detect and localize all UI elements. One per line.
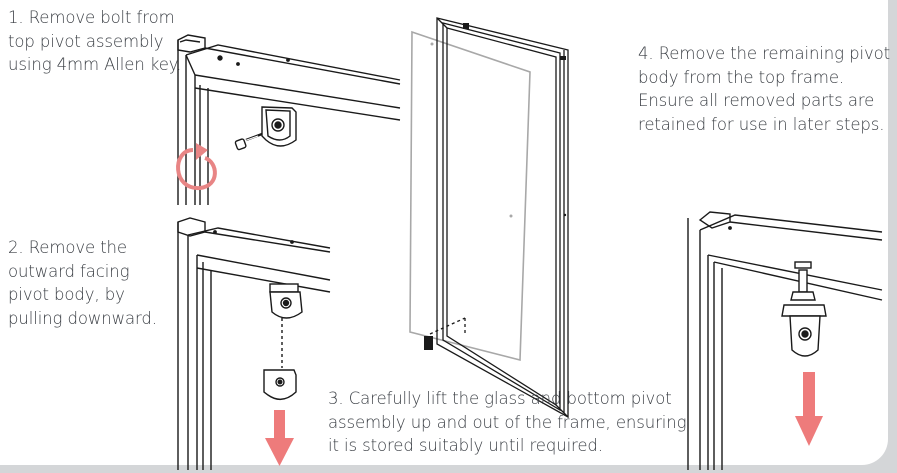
step-3-instruction: 3. Carefully lift the glass and bottom p… [328, 389, 687, 455]
step-3-illustration [409, 17, 569, 419]
instruction-card [0, 0, 888, 465]
step-4-illustration [687, 211, 883, 470]
down-arrow-icon [265, 410, 294, 466]
step-2-illustration [177, 217, 331, 470]
step-1-illustration [177, 34, 401, 205]
step-1-instruction: 1. Remove bolt from top pivot assembly u… [8, 8, 182, 74]
rotation-arrowhead-icon [196, 143, 208, 160]
step-2-instruction: 2. Remove the outward facing pivot body,… [8, 238, 157, 328]
step-4-instruction: 4. Remove the remaining pivot body from … [638, 44, 890, 134]
rotation-arrow-icon [176, 148, 217, 191]
down-arrow-icon [795, 372, 823, 446]
